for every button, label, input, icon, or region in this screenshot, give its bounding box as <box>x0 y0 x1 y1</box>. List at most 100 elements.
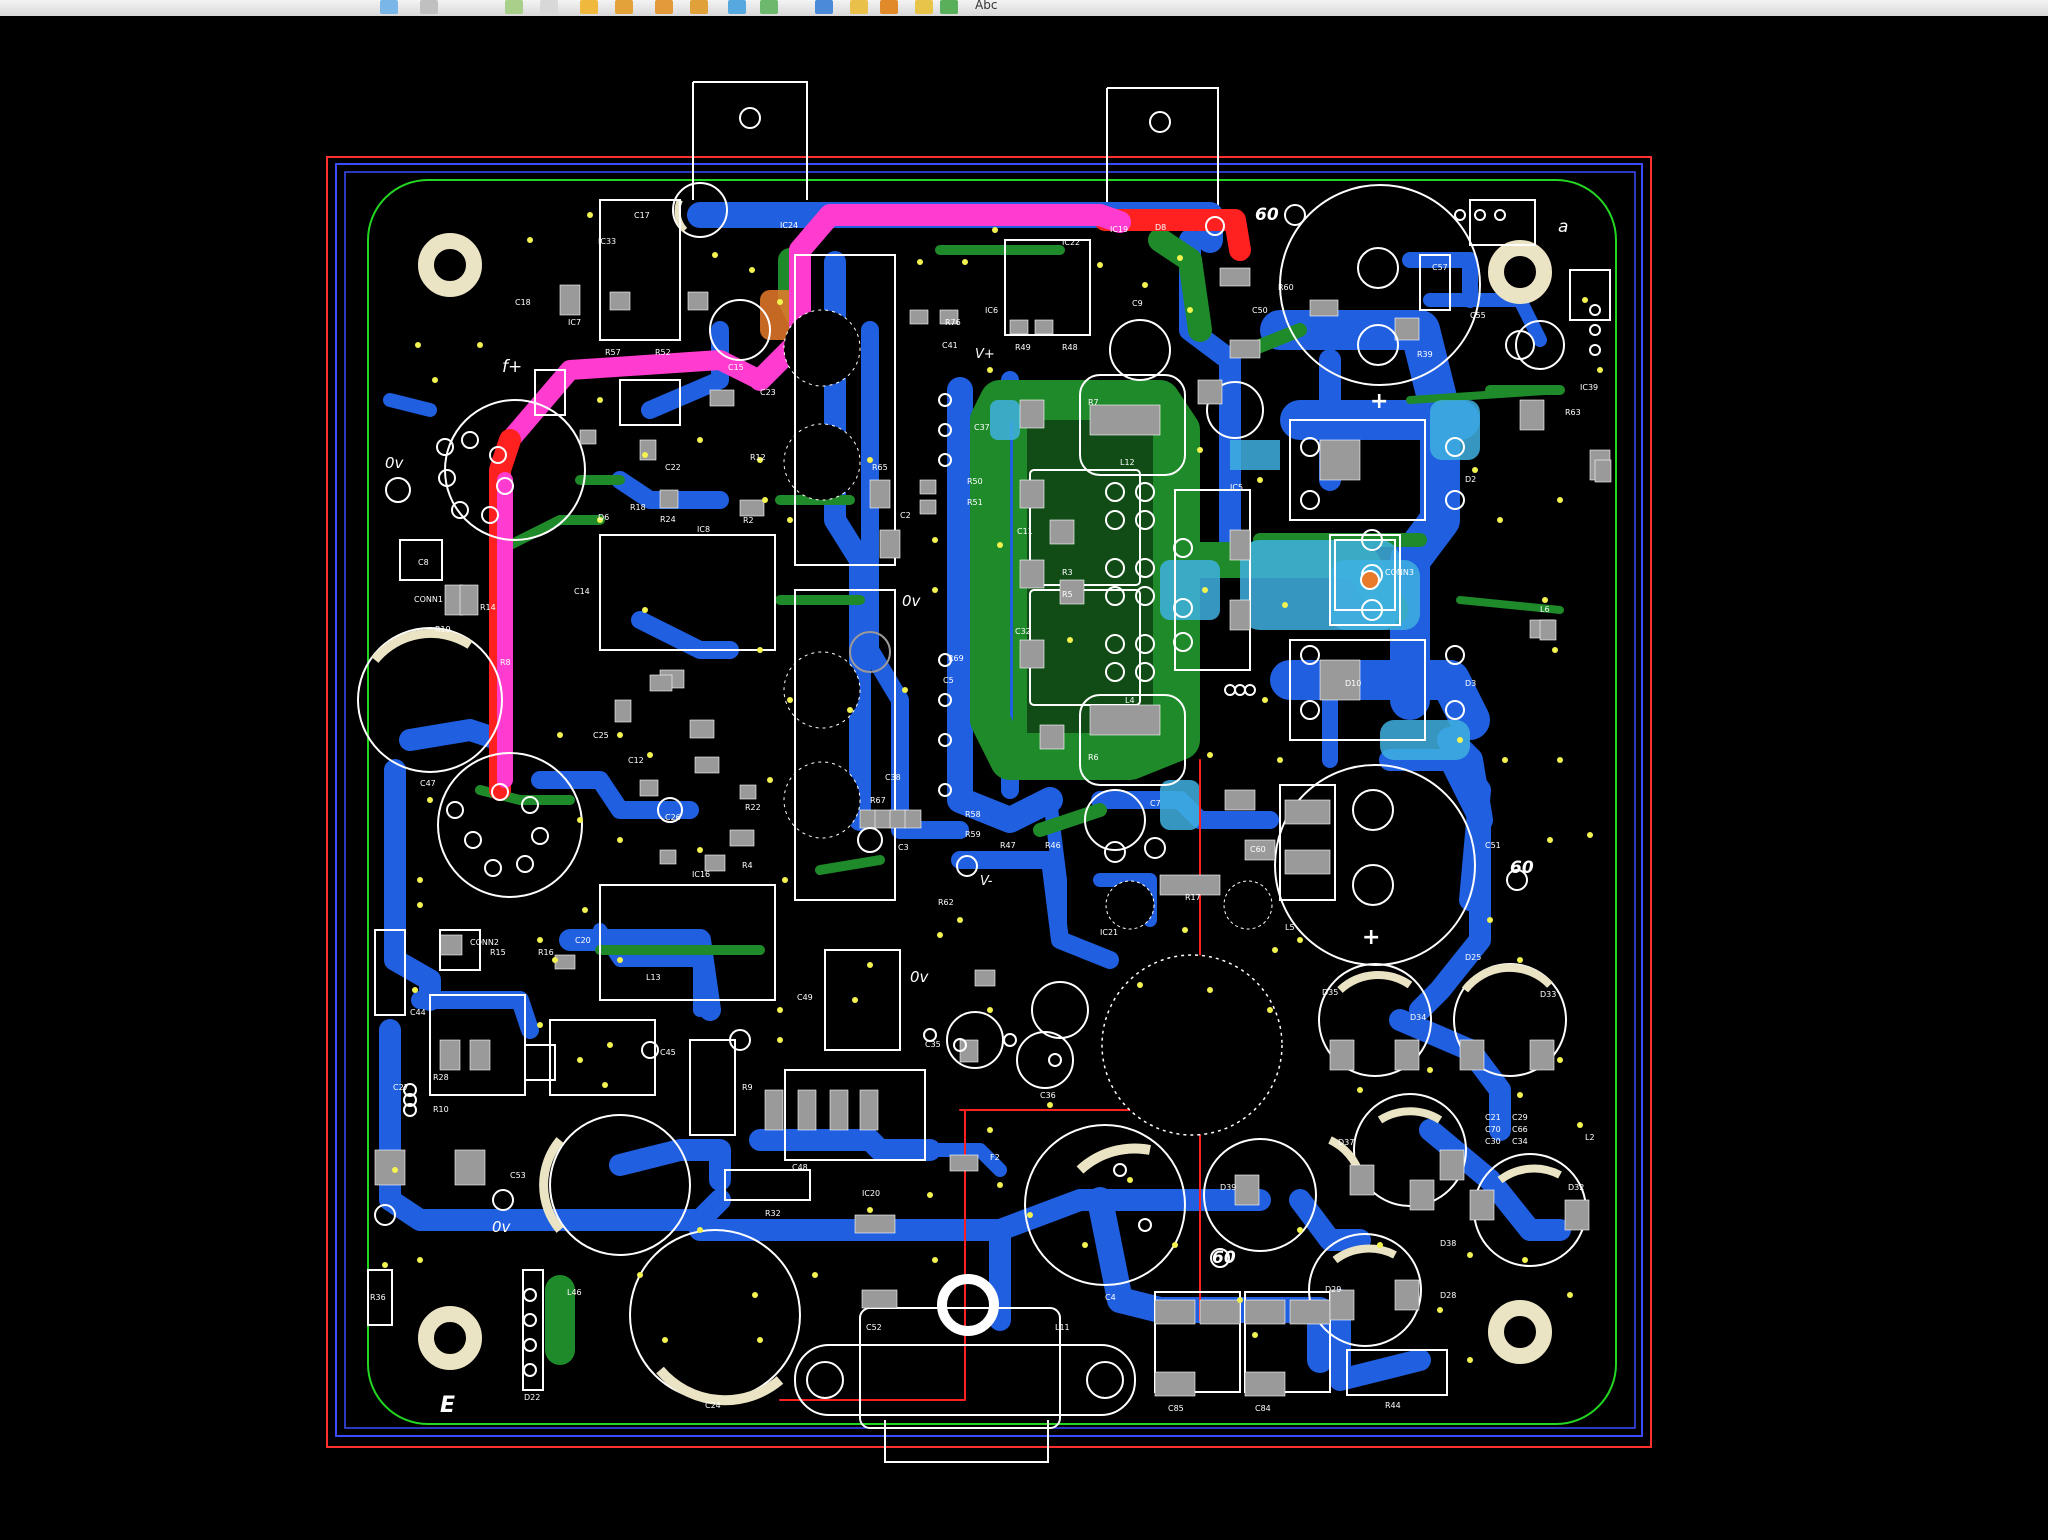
designator: R69 <box>948 654 964 663</box>
designator: C14 <box>574 587 590 596</box>
toolbar-button[interactable] <box>690 0 708 14</box>
designator: R5 <box>1062 590 1073 599</box>
designator: IC16 <box>692 870 710 879</box>
smd-pads <box>374 267 1612 1397</box>
ic-footprints <box>374 199 1611 1429</box>
designator: D6 <box>598 513 609 522</box>
designator: C7 <box>1150 799 1161 808</box>
designator: R7 <box>1088 398 1099 407</box>
designator: R3 <box>1062 568 1073 577</box>
designator: C57 <box>1432 263 1448 272</box>
designator: C5 <box>943 676 954 685</box>
net-label: f+ <box>502 357 522 377</box>
designator: R63 <box>1565 408 1581 417</box>
toolbar-button[interactable] <box>655 0 673 14</box>
net-label: + <box>1362 925 1380 950</box>
pcb-editor-canvas[interactable]: 60 a 60 60 E f+ 0v 0v 0v 0v V+ V- + + IC… <box>0 16 2048 1536</box>
designator: C4 <box>1105 1293 1116 1302</box>
designator: R65 <box>872 463 888 472</box>
designator: D29 <box>1325 1285 1341 1294</box>
designator: C55 <box>1470 311 1486 320</box>
board-outline <box>326 81 1652 1463</box>
corner-label: 60 <box>1255 205 1279 225</box>
electrolytic-capacitors <box>357 182 1587 1406</box>
net-label: 0v <box>902 592 922 610</box>
designator: IC19 <box>1110 225 1128 234</box>
designator: L12 <box>1120 458 1135 467</box>
mounting-holes <box>418 233 1552 1370</box>
designator: R39 <box>1417 350 1433 359</box>
toolbar-button[interactable] <box>420 0 438 14</box>
power-connector <box>806 1274 1124 1399</box>
designator: R32 <box>765 1209 781 1218</box>
designator: C36 <box>1040 1091 1056 1100</box>
designator: C17 <box>634 211 650 220</box>
designator: C18 <box>515 298 531 307</box>
designator: R58 <box>965 810 981 819</box>
net-label: 0v <box>910 968 930 986</box>
toolbar-button[interactable] <box>915 0 933 14</box>
designator: CONN3 <box>1385 568 1414 577</box>
designator: C34 <box>1512 1137 1528 1146</box>
designator: C11 <box>1017 527 1033 536</box>
designator: R12 <box>750 453 766 462</box>
pcb-layout[interactable]: 60 a 60 60 E f+ 0v 0v 0v 0v V+ V- + + IC… <box>0 16 2048 1536</box>
designator: C38 <box>885 773 901 782</box>
vias <box>382 212 1603 1363</box>
designator: C25 <box>593 731 609 740</box>
designator: L46 <box>567 1288 582 1297</box>
designator: C47 <box>420 779 436 788</box>
designator: IC7 <box>568 318 581 327</box>
designator: R52 <box>655 348 671 357</box>
designator: C27 <box>393 1083 409 1092</box>
designator: C26 <box>665 813 681 822</box>
component-bodies <box>783 309 1283 1136</box>
designator: C2 <box>900 511 911 520</box>
toolbar-button[interactable] <box>728 0 746 14</box>
toolbar-button[interactable] <box>815 0 833 14</box>
toolbar-button[interactable] <box>850 0 868 14</box>
designator: R51 <box>967 498 983 507</box>
designator: R6 <box>1088 753 1099 762</box>
designator: D33 <box>1540 990 1556 999</box>
designator: IC39 <box>1580 383 1598 392</box>
toolbar-button[interactable] <box>880 0 898 14</box>
designator: D3 <box>1465 679 1476 688</box>
toolbar-button[interactable] <box>760 0 778 14</box>
designator: CONN2 <box>470 938 499 947</box>
designator: R28 <box>433 1073 449 1082</box>
designator: R9 <box>742 1083 753 1092</box>
designator: IC20 <box>862 1189 880 1198</box>
toolbar-button[interactable] <box>540 0 558 14</box>
designator: C70 <box>1485 1125 1501 1134</box>
vertical-footprint <box>367 1269 544 1391</box>
net-label: + <box>1370 389 1388 414</box>
designator: R19 <box>435 625 451 634</box>
designator: R48 <box>1062 343 1078 352</box>
toolbar-button[interactable] <box>580 0 598 14</box>
designator: D34 <box>1410 1013 1426 1022</box>
designator: D37 <box>1338 1138 1354 1147</box>
corner-label: 60 <box>1212 1248 1236 1268</box>
designator: D39 <box>1220 1183 1236 1192</box>
designator: C35 <box>925 1040 941 1049</box>
designator: C49 <box>797 993 813 1002</box>
net-labels: 60 a 60 60 E f+ 0v 0v 0v 0v V+ V- + + <box>385 205 1568 1418</box>
toolbar-button[interactable] <box>505 0 523 14</box>
designator: CONN1 <box>414 595 443 604</box>
designator: C48 <box>792 1163 808 1172</box>
through-hole-pads <box>374 204 1601 1377</box>
toolbar-button[interactable] <box>380 0 398 14</box>
toolbar-button[interactable] <box>940 0 958 14</box>
net-label: V- <box>980 874 993 889</box>
designator: R60 <box>1278 283 1294 292</box>
corner-label: E <box>440 1393 455 1418</box>
net-label: 0v <box>492 1218 512 1236</box>
designator: D35 <box>1322 988 1338 997</box>
designator: IC33 <box>598 237 616 246</box>
designator: C23 <box>760 388 776 397</box>
designator: R16 <box>538 948 554 957</box>
toolbar-button[interactable] <box>615 0 633 14</box>
designator: D28 <box>1440 1291 1456 1300</box>
text-tool-button[interactable]: Abc <box>975 0 998 12</box>
